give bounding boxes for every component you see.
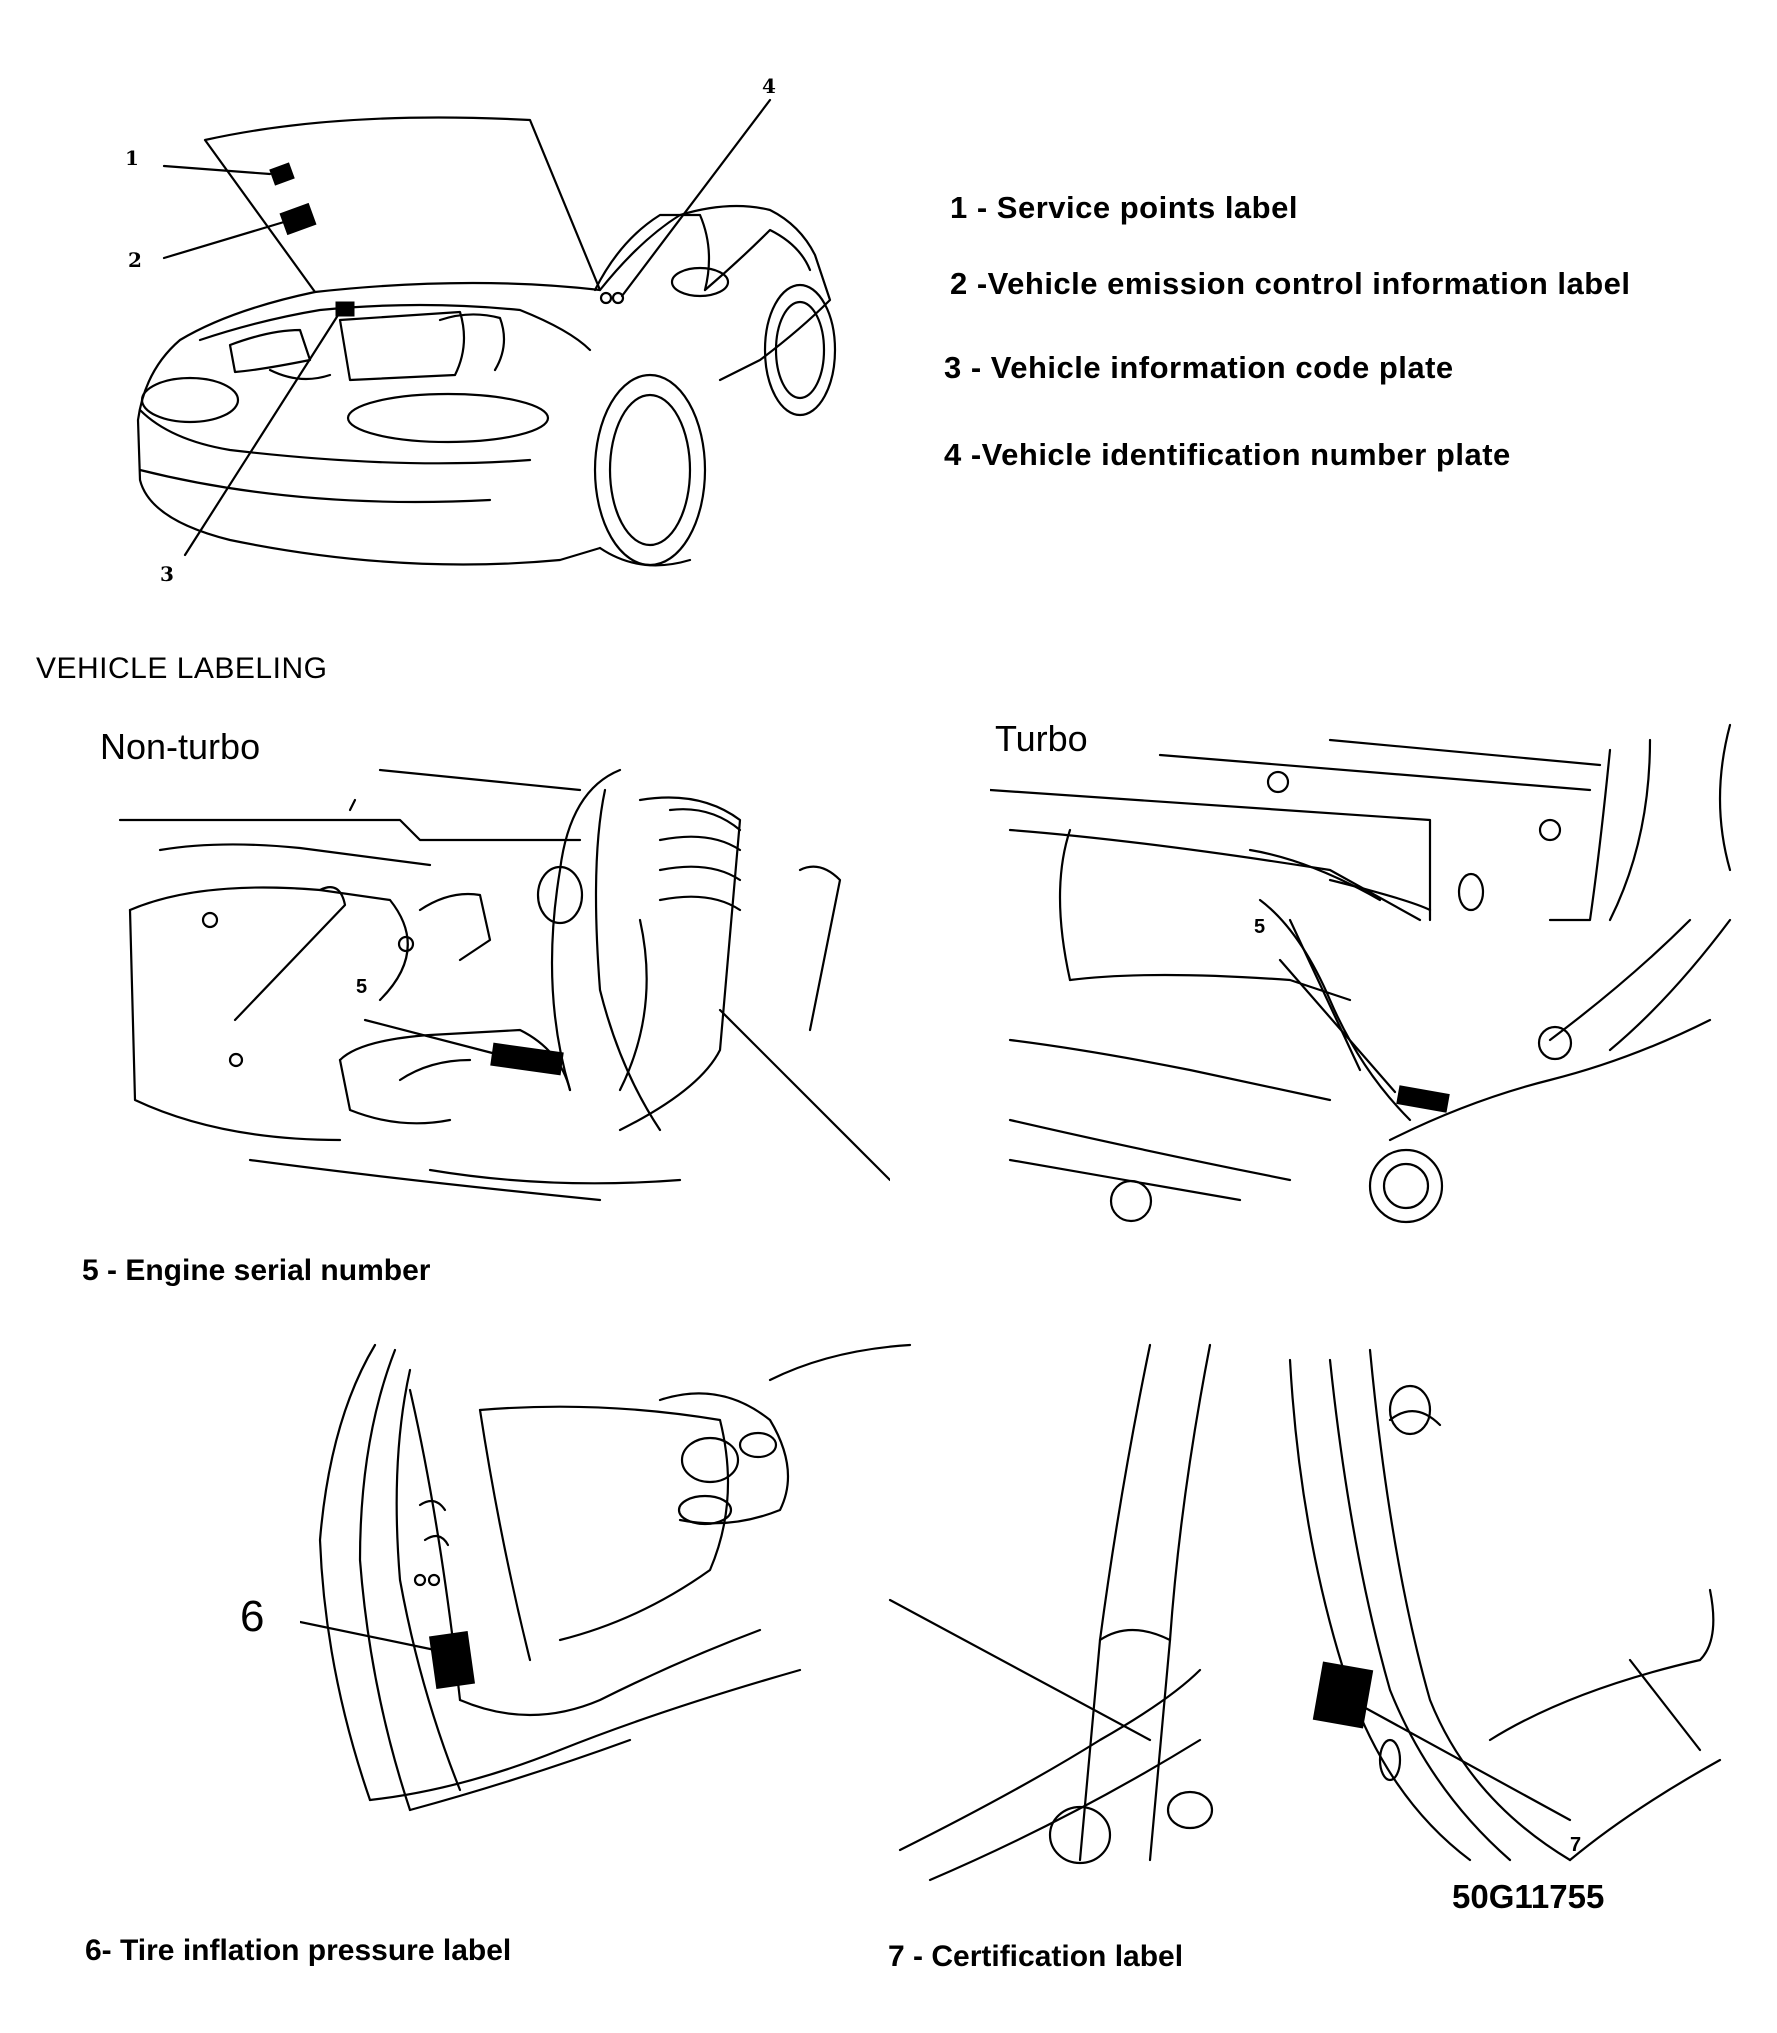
callout-5-turbo: 5 [1254,916,1266,938]
turbo-engine-figure [988,720,1750,1230]
legend-item-4: 4 -Vehicle identification number plate [944,437,1511,472]
callout-1: 1 [125,146,139,170]
legend-item-3: 3 - Vehicle information code plate [944,350,1454,385]
engine-serial-caption: 5 - Engine serial number [82,1254,431,1287]
callout-2: 2 [128,248,142,272]
tire-label-caption: 6- Tire inflation pressure label [85,1934,512,1967]
callout-7: 7 [1570,1834,1582,1856]
callout-4: 4 [762,74,776,98]
b-pillar-figure [870,1340,1750,1900]
callout-6: 6 [240,1592,265,1641]
non-turbo-engine-figure [100,730,892,1220]
door-jamb-figure [298,1340,920,1840]
figure-code: 50G11755 [1452,1878,1605,1915]
legend-item-1: 1 - Service points label [950,190,1298,225]
callout-5-nonturbo: 5 [356,976,368,998]
certification-label-caption: 7 - Certification label [888,1940,1184,1973]
turbo-label: Turbo [995,718,1088,759]
non-turbo-label: Non-turbo [100,726,261,767]
car-hood-open-figure [0,0,900,600]
callout-3: 3 [160,562,174,586]
legend-item-2: 2 -Vehicle emission control information … [950,266,1631,301]
page-heading: VEHICLE LABELING [36,652,328,685]
